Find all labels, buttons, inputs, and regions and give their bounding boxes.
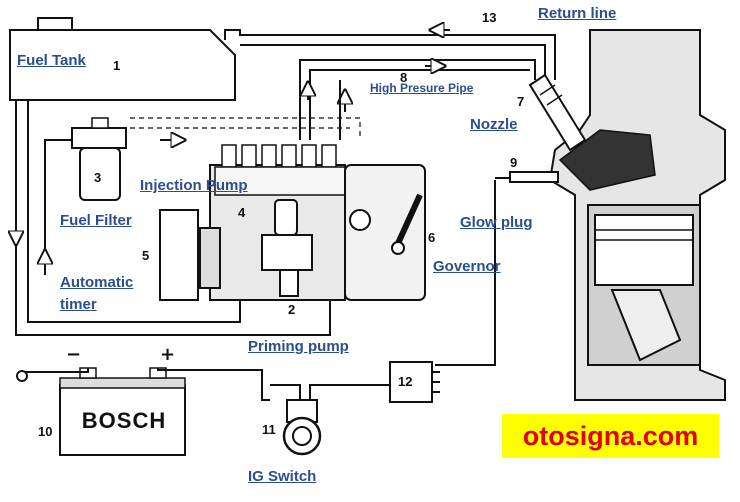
callout-10: 10 xyxy=(38,424,53,439)
callout-1: 1 xyxy=(113,58,121,73)
automatic-timer-label-line1: Automatic xyxy=(60,274,134,291)
high-pressure-pipe xyxy=(299,60,536,140)
dashed-supply xyxy=(130,117,361,140)
callout-9: 9 xyxy=(510,155,518,170)
injection-pump xyxy=(199,144,346,301)
callout-4: 4 xyxy=(238,205,246,220)
automatic-timer xyxy=(159,209,199,301)
return-line-label: Return line xyxy=(538,5,617,22)
callout-13: 13 xyxy=(482,10,497,25)
battery xyxy=(59,367,186,456)
callout-3: 3 xyxy=(94,170,102,185)
fuel-tank-label: Fuel Tank xyxy=(17,52,86,69)
callout-7: 7 xyxy=(517,94,525,109)
glow-plug-label: Glow plug xyxy=(460,214,533,231)
callout-11: 11 xyxy=(262,422,276,437)
ig-switch-label: IG Switch xyxy=(248,468,317,485)
return-line xyxy=(224,30,556,80)
electrical-wiring xyxy=(16,368,390,401)
governor xyxy=(344,164,426,301)
injection-pump-label: Injection Pump xyxy=(140,177,248,194)
fuel-filter xyxy=(71,117,127,201)
priming-pump xyxy=(261,199,313,297)
battery-minus-sign: − xyxy=(66,344,82,365)
automatic-timer-label-line2: timer xyxy=(60,296,97,313)
callout-6: 6 xyxy=(428,230,436,245)
watermark-badge: otosigna.com xyxy=(502,414,719,458)
priming-pump-label: Priming pump xyxy=(248,338,349,355)
battery-brand: BOSCH xyxy=(81,408,167,433)
fuel-tank xyxy=(9,17,236,101)
battery-plus-sign: + xyxy=(160,344,176,365)
callout-8: 8 xyxy=(400,70,408,85)
callout-2: 2 xyxy=(288,302,296,317)
ig-switch xyxy=(282,399,322,456)
callout-12: 12 xyxy=(398,374,413,389)
nozzle-label: Nozzle xyxy=(470,116,518,133)
glow-controller xyxy=(389,361,440,403)
callout-5: 5 xyxy=(142,248,150,263)
glow-plug xyxy=(435,171,559,366)
fuel-filter-label: Fuel Filter xyxy=(60,212,132,229)
nozzle xyxy=(528,73,587,152)
governor-label: Governor xyxy=(433,258,501,275)
engine-block xyxy=(548,29,726,401)
high-pressure-pipe-label: High Presure Pipe xyxy=(370,81,474,95)
